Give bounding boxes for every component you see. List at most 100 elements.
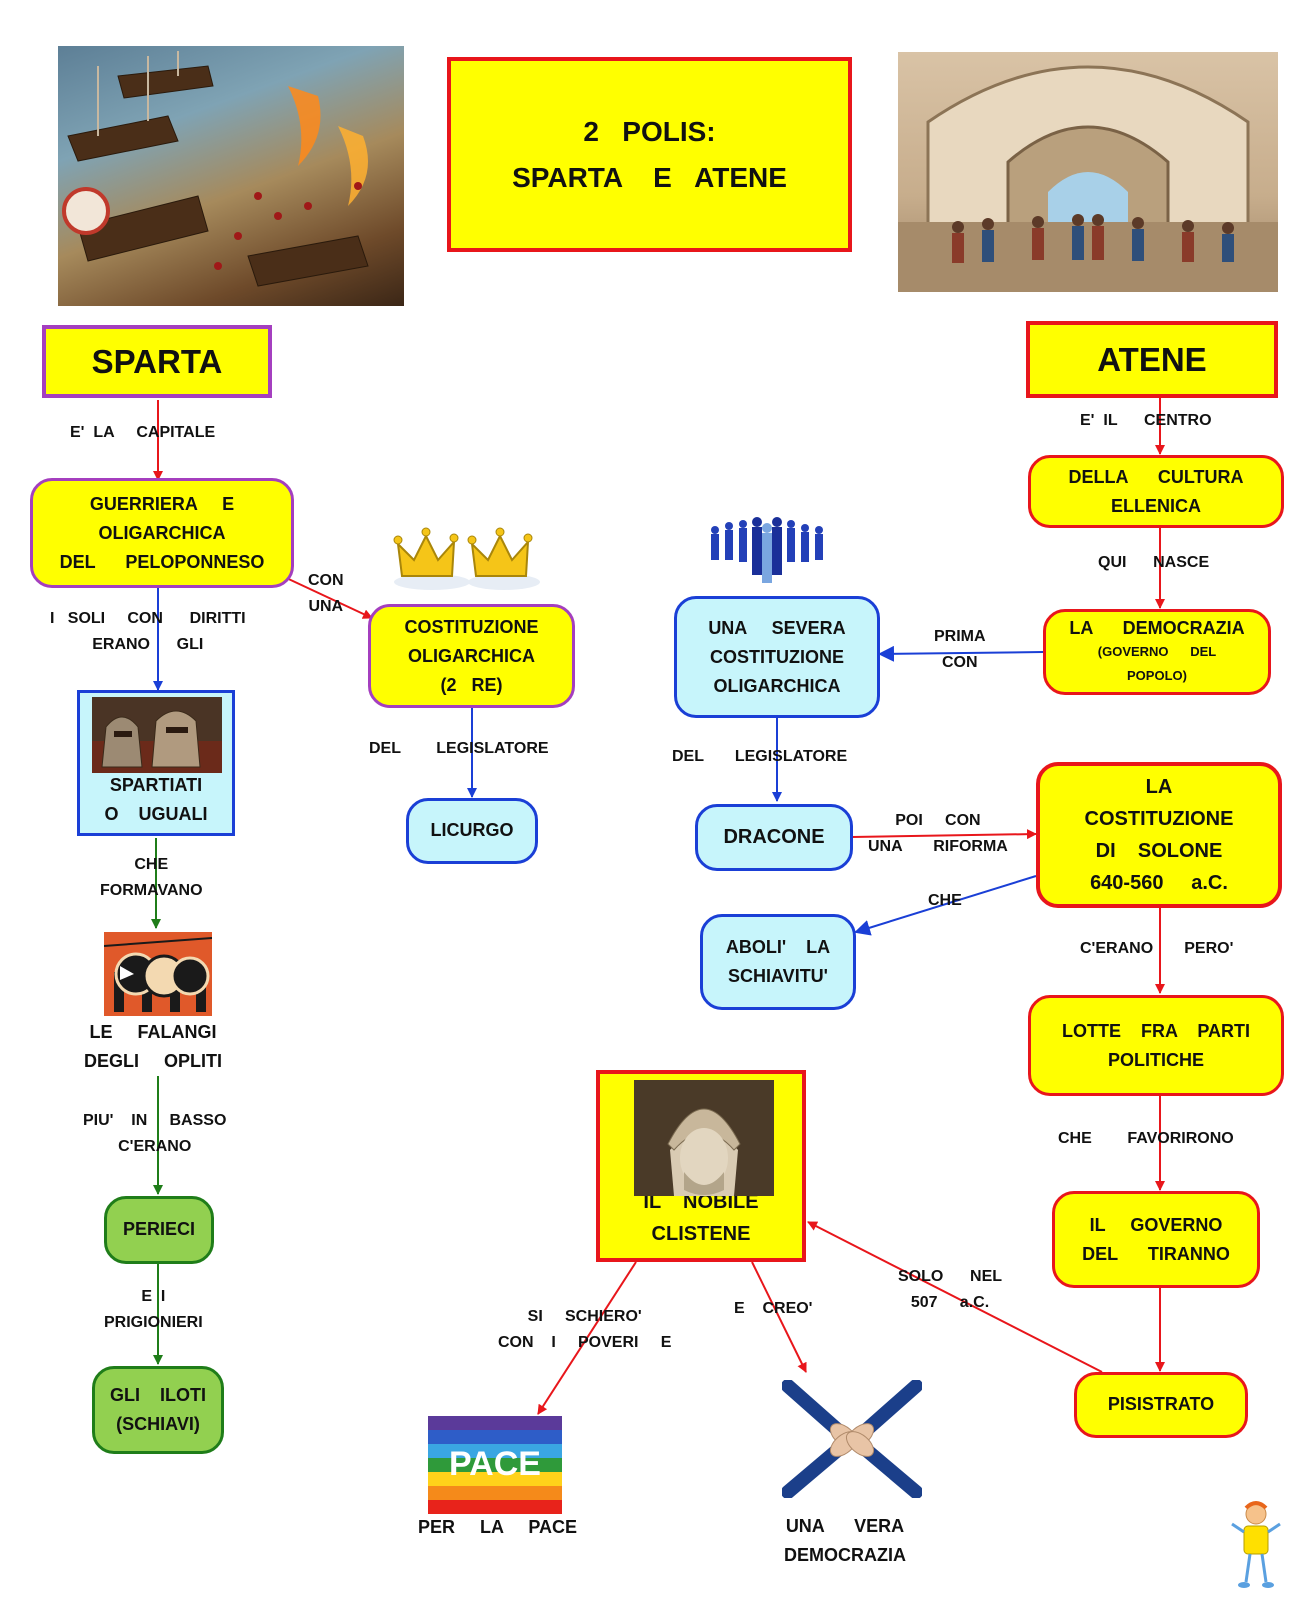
link-label-e-la-capitale: E' LA CAPITALE — [70, 420, 215, 446]
hoplites-phalanx-picture — [104, 932, 212, 1016]
node-text-line: CLISTENE — [651, 1223, 751, 1245]
node-text-line: LICURGO — [430, 820, 514, 841]
link-label-e-creo: E CREO' — [734, 1296, 812, 1322]
link-text: E I — [141, 1288, 166, 1305]
node-text-line: ELLENICA — [1111, 495, 1201, 516]
crowd-of-people-icon — [711, 517, 823, 583]
node-text-line: DEL TIRANNO — [1082, 1243, 1230, 1264]
node-text-line: GLI ILOTI — [110, 1385, 206, 1405]
node-costituzione-oligarchica: COSTITUZIONE OLIGARCHICA (2 RE) — [368, 604, 575, 708]
node-text-line: OLIGARCHICA — [408, 645, 535, 666]
node-severa-costituzione: UNA SEVERA COSTITUZIONE OLIGARCHICA — [674, 596, 880, 718]
battle-picture — [58, 46, 404, 306]
link-label-del-legislatore-atene: DEL LEGISLATORE — [672, 744, 847, 770]
node-licurgo: LICURGO — [406, 798, 538, 864]
node-text-line: ABOLI' LA — [725, 937, 831, 957]
node-text-line: DRACONE — [723, 826, 825, 848]
sparta-header: SPARTA — [42, 325, 272, 398]
node-text-line: UNA VERA — [785, 1516, 905, 1536]
node-text-line: LA — [1145, 776, 1173, 798]
node-text-line: (2 RE) — [440, 674, 503, 695]
link-text: PRIMA — [934, 628, 986, 645]
page-title: 2 POLIS: SPARTA E ATENE — [447, 57, 852, 252]
link-text: DEL LEGISLATORE — [369, 740, 549, 757]
node-text-line: DELLA CULTURA — [1068, 466, 1244, 487]
link-text: PRIGIONIERI — [104, 1314, 203, 1331]
node-guerriera-oligarchica: GUERRIERA E OLIGARCHICA DEL PELOPONNESO — [30, 478, 294, 588]
clistene-portrait-picture — [634, 1080, 774, 1196]
node-text-line: LE FALANGI — [89, 1022, 217, 1042]
mascot-icon — [1231, 1501, 1281, 1588]
node-text-line: GUERRIERA E — [89, 493, 235, 514]
node-text-line: PISISTRATO — [1107, 1394, 1215, 1415]
node-text-line: SCHIAVITU' — [728, 966, 828, 986]
spartan-warriors-picture — [92, 697, 222, 773]
node-text-line: 640-560 a.C. — [1090, 872, 1228, 894]
node-text-line: DEMOCRAZIA — [784, 1545, 906, 1565]
node-text-line: UNA SEVERA — [708, 617, 846, 638]
link-text: E' IL CENTRO — [1080, 412, 1212, 429]
node-text-line: IL GOVERNO — [1089, 1214, 1223, 1235]
link-text: CON — [942, 654, 978, 671]
node-falangi: LE FALANGI DEGLI OPLITI — [84, 1018, 222, 1076]
node-cultura-ellenica: DELLA CULTURA ELLENICA — [1028, 455, 1284, 528]
node-spartiati: SPARTIATI O UGUALI — [77, 690, 235, 836]
link-text: UNA RIFORMA — [868, 838, 1008, 855]
pace-flag-text: PACE — [449, 1445, 541, 1483]
link-label-che-formavano: CHE FORMAVANO — [100, 852, 203, 904]
node-clistene: IL NOBILE CLISTENE — [596, 1070, 806, 1262]
sparta-header-label: SPARTA — [91, 342, 223, 380]
node-text-line: POLITICHE — [1107, 1049, 1204, 1070]
node-per-la-pace: PER LA PACE — [418, 1514, 577, 1540]
joined-hands-icon — [782, 1380, 922, 1498]
link-label-si-schiero: SI SCHIERO' CON I POVERI E — [498, 1304, 671, 1356]
link-text: 507 a.C. — [910, 1294, 990, 1311]
node-perieci: PERIECI — [104, 1196, 214, 1264]
atene-header: ATENE — [1026, 321, 1278, 398]
link-label-con-una: CON UNA — [308, 568, 344, 620]
link-text: CON — [308, 572, 344, 589]
link-label-poi-con-riforma: POI CON UNA RIFORMA — [868, 808, 1008, 860]
link-text: SI SCHIERO' — [527, 1308, 642, 1325]
link-text: CHE FAVORIRONO — [1058, 1130, 1234, 1147]
node-text-line: PER LA PACE — [418, 1517, 578, 1537]
link-label-i-soli: I SOLI CON DIRITTI ERANO GLI — [50, 606, 246, 658]
node-text-line: LA DEMOCRAZIA — [1069, 618, 1245, 638]
link-text: SOLO NEL — [898, 1268, 1003, 1285]
node-text-line: DI SOLONE — [1095, 840, 1223, 862]
link-label-prima-con: PRIMA CON — [934, 624, 986, 676]
school-of-athens-icon — [898, 65, 1278, 292]
node-text-line: LOTTE FRA PARTI — [1062, 1020, 1250, 1041]
node-text-line: POPOLO) — [1127, 668, 1187, 683]
link-text: I SOLI CON DIRITTI — [50, 610, 246, 627]
link-label-solo-nel-507: SOLO NEL 507 a.C. — [898, 1264, 1002, 1316]
link-text: POI CON — [895, 812, 981, 829]
link-label-e-il-centro: E' IL CENTRO — [1080, 408, 1212, 434]
link-text: FORMAVANO — [100, 882, 203, 899]
pace-flag: PACE — [428, 1416, 562, 1514]
atene-header-label: ATENE — [1097, 340, 1207, 378]
link-text: C'ERANO — [118, 1138, 192, 1155]
node-text-line: DEGLI OPLITI — [84, 1051, 223, 1071]
link-label-qui-nasce: QUI NASCE — [1098, 550, 1209, 576]
title-line-2: SPARTA E ATENE — [512, 161, 787, 193]
node-text-line: COSTITUZIONE — [404, 616, 539, 637]
link-label-che-aboli: CHE — [928, 888, 962, 914]
node-text-line: (GOVERNO DEL — [1097, 644, 1217, 659]
crown-icon — [393, 527, 540, 590]
node-text-line: DEL PELOPONNESO — [59, 551, 265, 572]
node-text-line: IL NOBILE — [643, 1191, 759, 1213]
node-democrazia: LA DEMOCRAZIA (GOVERNO DEL POPOLO) — [1043, 609, 1271, 695]
school-of-athens-picture — [898, 52, 1278, 292]
node-text-line: O UGUALI — [104, 804, 208, 824]
link-label-del-legislatore-sparta: DEL LEGISLATORE — [369, 736, 549, 762]
node-dracone: DRACONE — [695, 804, 853, 871]
node-iloti: GLI ILOTI (SCHIAVI) — [92, 1366, 224, 1454]
link-text: CHE — [928, 892, 962, 909]
node-text-line: COSTITUZIONE — [1084, 808, 1234, 830]
battle-scene-icon — [62, 51, 369, 287]
node-lotte-politiche: LOTTE FRA PARTI POLITICHE — [1028, 995, 1284, 1096]
node-text-line: SPARTIATI — [109, 775, 203, 795]
link-text: QUI NASCE — [1098, 554, 1210, 571]
